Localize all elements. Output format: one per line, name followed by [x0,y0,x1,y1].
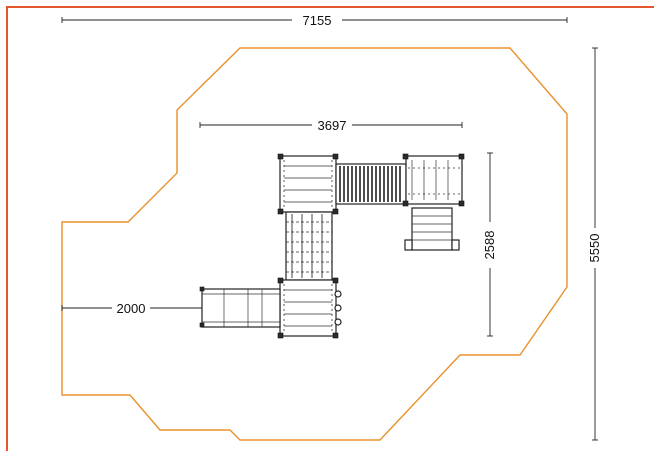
equipment-depth-label: 2588 [482,231,497,260]
dimension-overall-width: 7155 [61,13,568,28]
drawing-frame [6,6,654,451]
platform-span-label: 3697 [318,118,347,133]
dimension-platform-span: 3697 [199,118,463,133]
dimension-side-offset: 2000 [61,301,202,316]
tunnel-bridge [335,163,407,205]
overall-width-label: 7155 [303,13,332,28]
platform-top-left [277,153,339,215]
ladder-bridge [285,211,333,281]
overall-depth-label: 5550 [587,234,602,263]
slide [199,286,281,328]
stairs [404,207,460,251]
safety-zone-outline [61,47,568,441]
dimension-equipment-depth: 2588 [482,152,497,337]
dimension-overall-depth: 5550 [587,47,602,441]
platform-top-right [402,153,465,207]
play-equipment [199,153,465,339]
platform-bottom [277,277,342,339]
side-offset-label: 2000 [117,301,146,316]
